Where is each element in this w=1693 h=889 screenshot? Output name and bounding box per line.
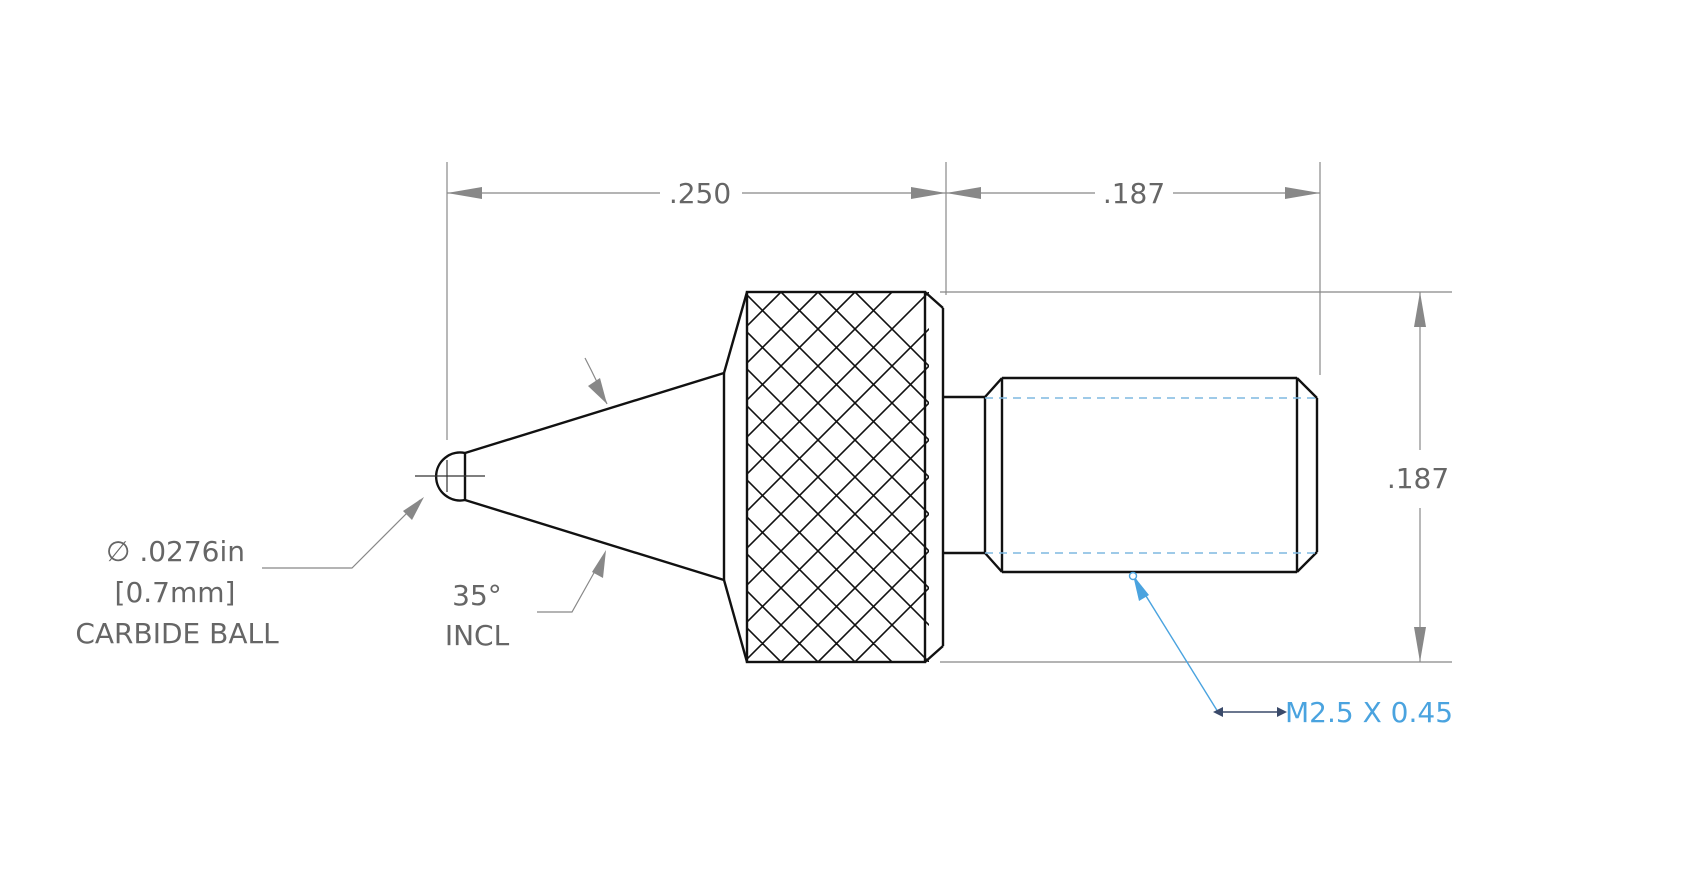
knurled-body [745, 290, 927, 664]
cone-angle-qualifier: INCL [445, 619, 510, 652]
dimension-body-diameter: .187 [1387, 462, 1449, 495]
cone-angle: 35° [452, 579, 502, 612]
svg-text:∅ .0276in: ∅ .0276in [106, 535, 245, 568]
ball-material: CARBIDE BALL [75, 617, 279, 650]
dimension-arrows [403, 187, 1426, 662]
thread-callout: M2.5 X 0.45 [1128, 571, 1453, 729]
part-outline [435, 290, 1319, 664]
ball-centerline [415, 460, 485, 492]
thread-spec: M2.5 X 0.45 [1285, 696, 1453, 729]
ball-diameter-mm: [0.7mm] [115, 576, 236, 609]
dimension-tip-length: .250 [669, 177, 731, 210]
diameter-symbol: ∅ [106, 535, 130, 568]
ball-diameter-in: .0276in [139, 535, 245, 568]
dimension-thread-length: .187 [1103, 177, 1165, 210]
cone-lower-edge [464, 498, 725, 582]
ball-callout: ∅ .0276in [0.7mm] CARBIDE BALL [75, 535, 279, 650]
cone-upper-edge [464, 371, 725, 455]
angle-callout: 35° INCL [445, 579, 510, 652]
knurl-pattern [747, 292, 929, 662]
thread-hidden-lines [985, 397, 1317, 554]
